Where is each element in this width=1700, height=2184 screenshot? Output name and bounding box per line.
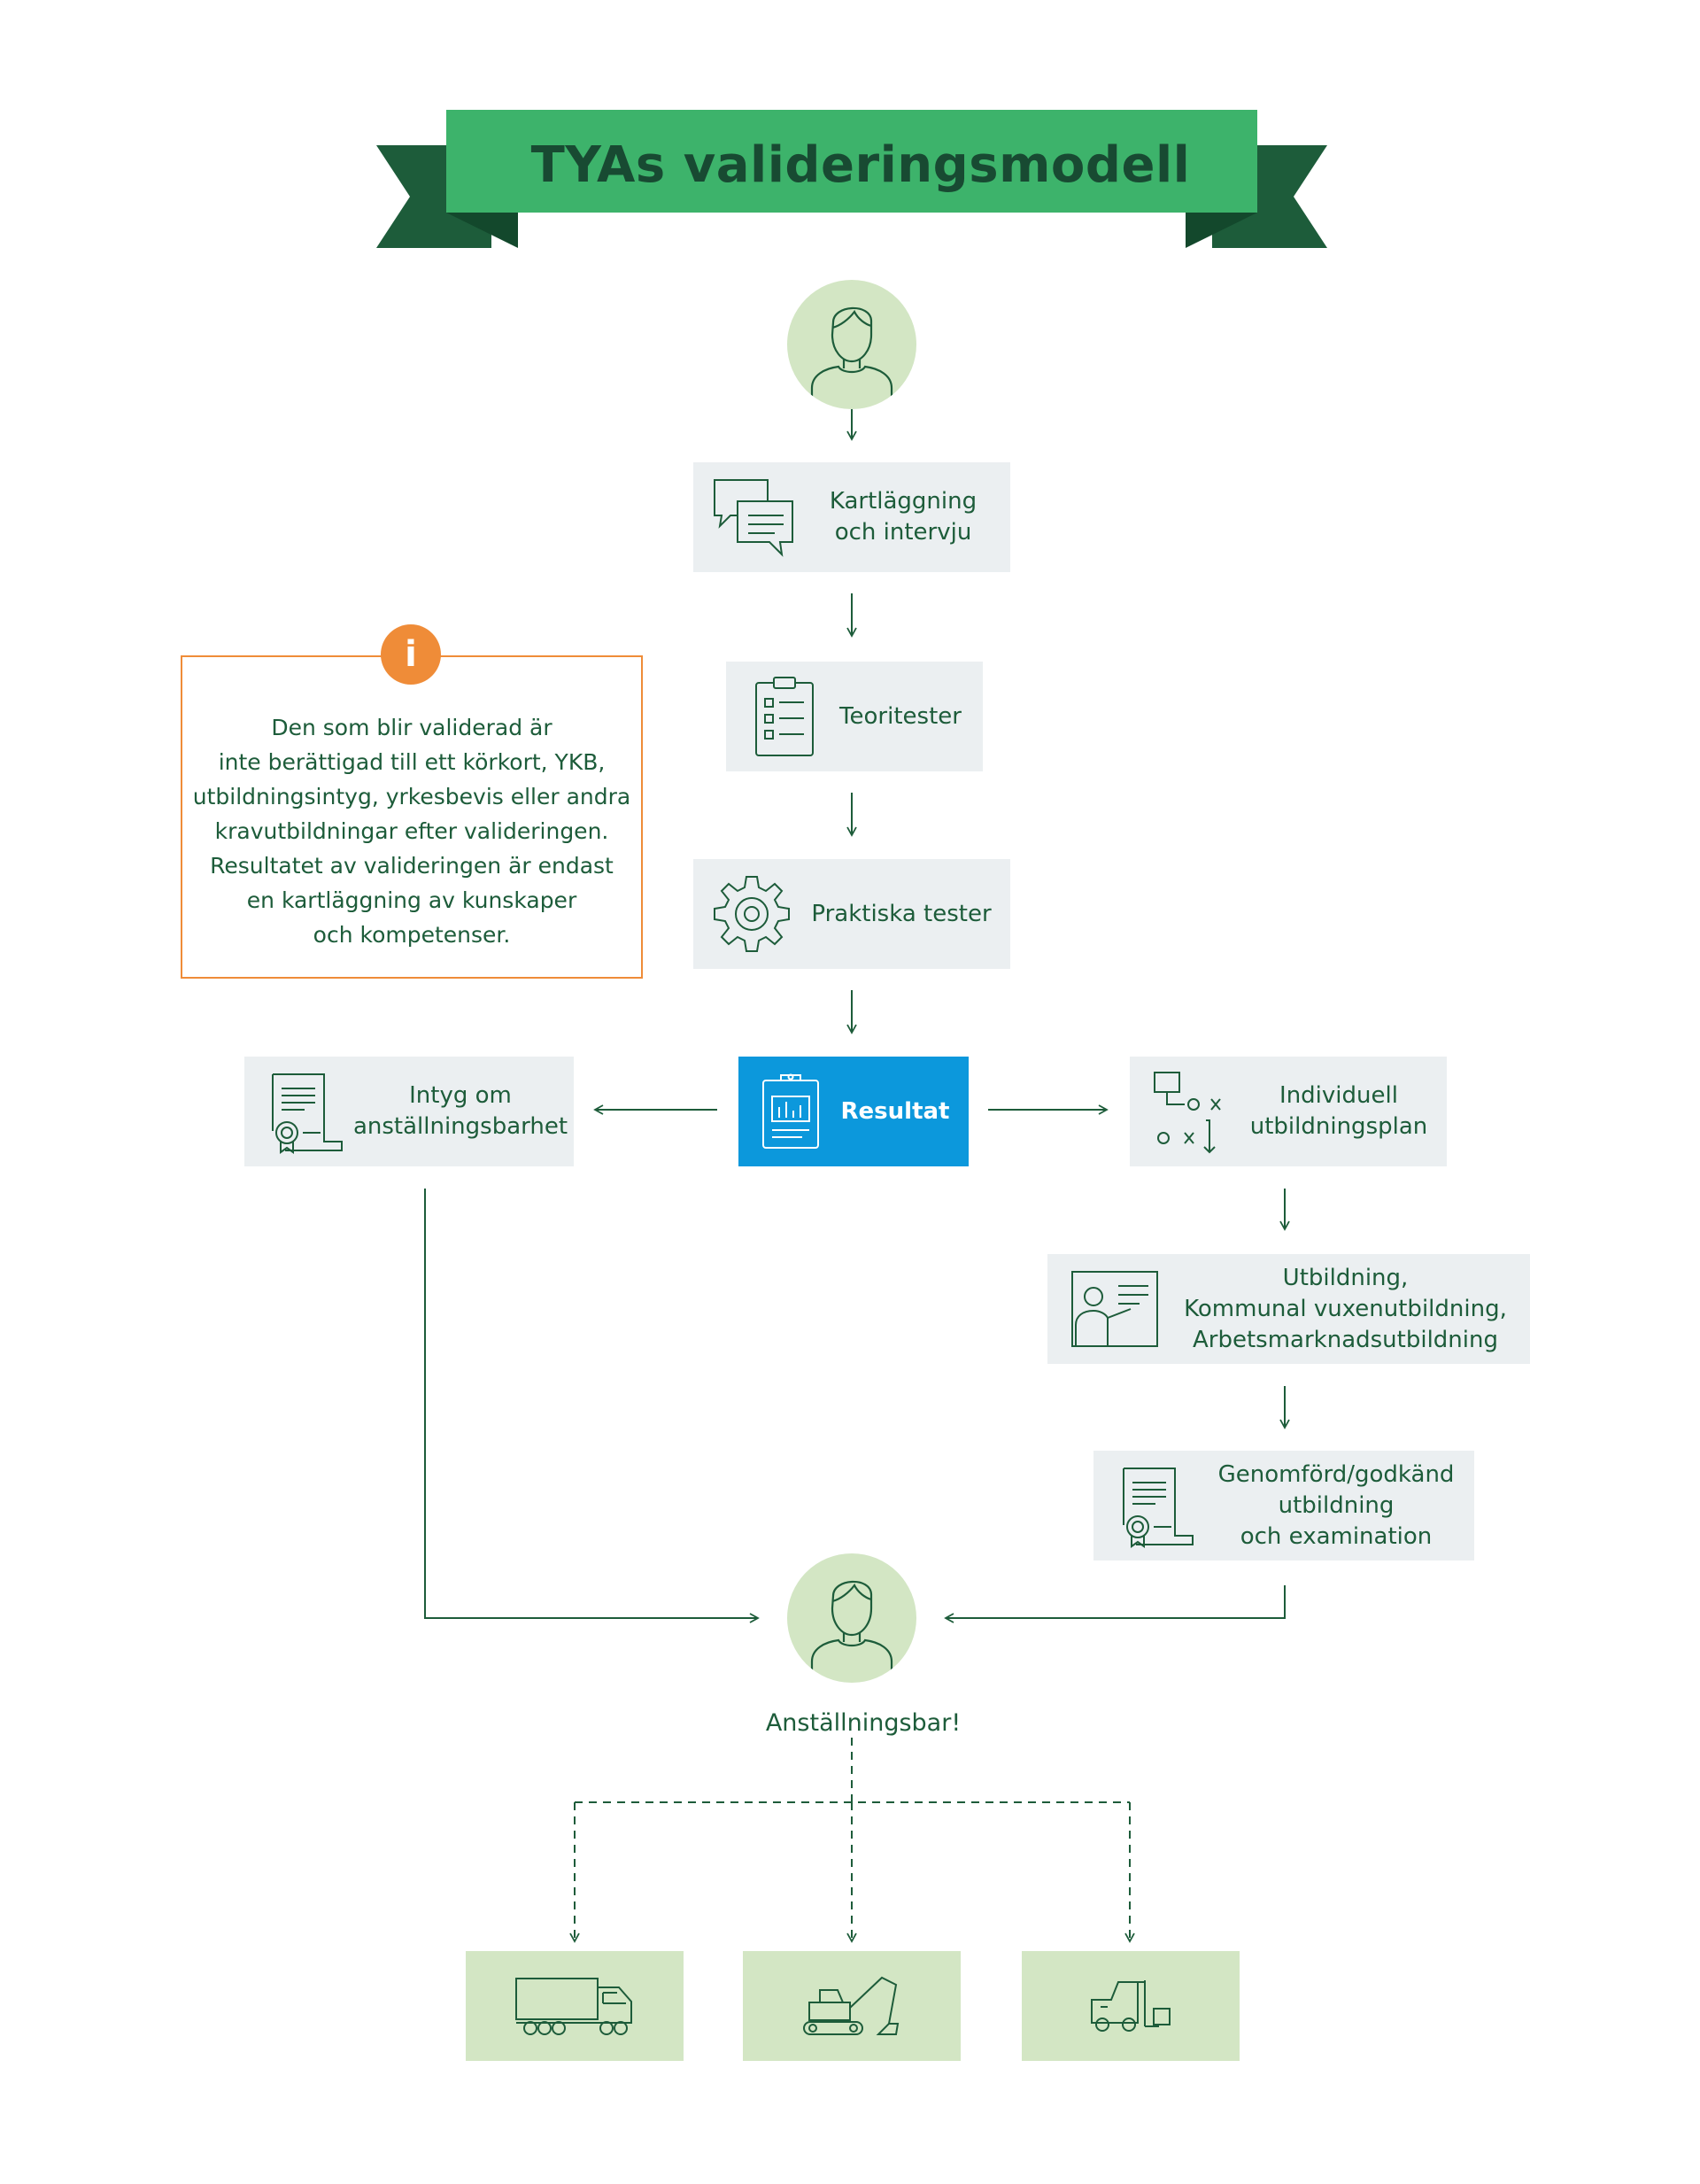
step-resultat: Resultat (738, 1057, 969, 1166)
step-intyg: Intyg om anställningsbarhet (244, 1057, 574, 1166)
step-praktiska: Praktiska tester (693, 859, 1010, 969)
person-icon (810, 1580, 893, 1683)
step-kartlaggning: Kartläggning och intervju (693, 462, 1010, 572)
step-individuell: Individuell utbildningsplan (1130, 1057, 1447, 1166)
person-avatar-start (787, 280, 916, 409)
forklift-icon (1091, 1980, 1171, 2032)
step-individuell-label: Individuell utbildningsplan (1249, 1082, 1428, 1140)
step-teoritester-label: Teoritester (839, 702, 962, 730)
vehicle-excavator (743, 1951, 961, 2061)
vehicle-forklift (1022, 1951, 1240, 2061)
line-intyg-to-final (424, 1189, 760, 1623)
info-box: Den som blir validerad är inte berättiga… (181, 655, 643, 979)
step-genomford: Genomförd/godkänd utbildning och examina… (1093, 1451, 1474, 1561)
final-label: Anställningsbar! (765, 1709, 962, 1737)
teacher-board-icon (1071, 1271, 1158, 1347)
flowchart-plan-icon (1154, 1072, 1221, 1154)
excavator-icon (803, 1976, 900, 2035)
step-utbildning: Utbildning, Kommunal vuxenutbildning, Ar… (1047, 1254, 1530, 1364)
info-icon: i (381, 624, 441, 685)
certificate-icon (1123, 1468, 1194, 1548)
title-banner (376, 110, 1327, 248)
page-title: TYAs valideringsmodell (530, 136, 1191, 194)
vehicle-truck (466, 1951, 684, 2061)
step-genomford-label: Genomförd/godkänd utbildning och examina… (1217, 1460, 1455, 1550)
line-genomford-to-final (944, 1585, 1286, 1623)
step-praktiska-label: Praktiska tester (811, 900, 992, 927)
info-text: Den som blir validerad är inte berättiga… (192, 715, 631, 948)
step-utbildning-label: Utbildning, Kommunal vuxenutbildning, Ar… (1184, 1264, 1507, 1353)
step-teoritester: Teoritester (726, 662, 983, 771)
clipboard-chart-icon (762, 1073, 819, 1149)
step-kartlaggning-label: Kartläggning och intervju (829, 488, 978, 546)
step-intyg-label: Intyg om anställningsbarhet (352, 1082, 568, 1140)
certificate-icon (272, 1073, 343, 1154)
clipboard-checklist-icon (755, 677, 814, 756)
chat-bubbles-icon (714, 479, 793, 557)
person-icon (810, 306, 893, 409)
truck-icon (515, 1978, 632, 2035)
gear-icon (714, 876, 790, 952)
step-resultat-label: Resultat (840, 1097, 950, 1125)
person-avatar-final (787, 1553, 916, 1683)
